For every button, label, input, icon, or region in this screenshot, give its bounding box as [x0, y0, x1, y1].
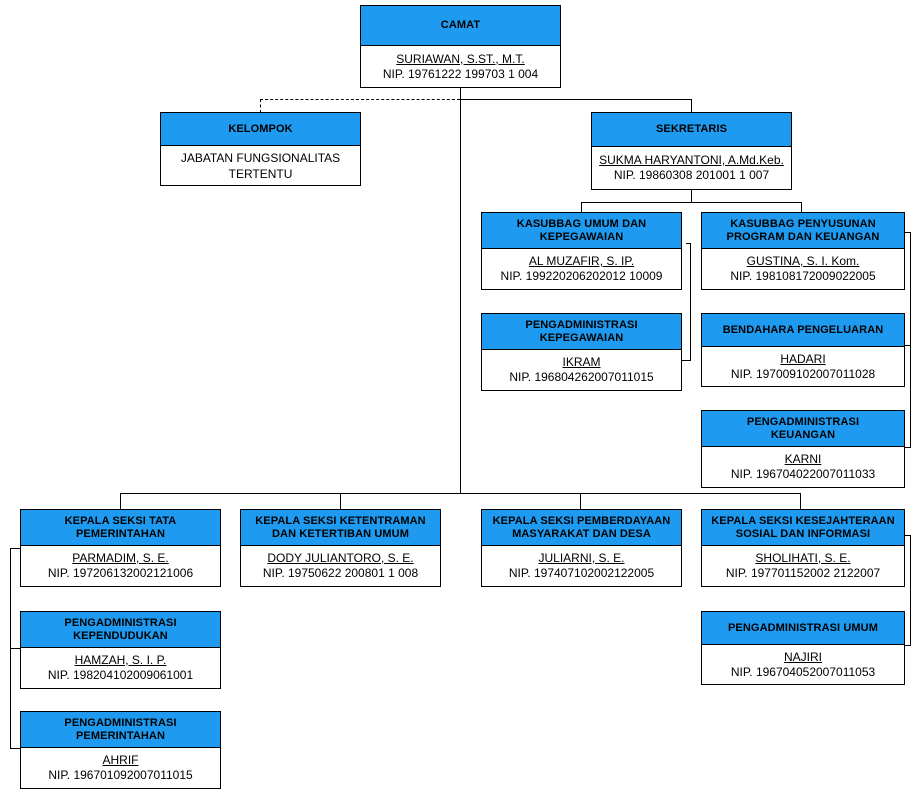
- connector-umum-right-vertical: [690, 243, 691, 360]
- node-kasubbag-umum[interactable]: KASUBBAG UMUM DAN KEPEGAWAIAN AL MUZAFIR…: [481, 212, 682, 290]
- node-pengadm-kepegawaian-nip: NIP. 196804262007011015: [509, 370, 654, 384]
- connector-bottom-bus: [120, 493, 800, 494]
- node-kelompok[interactable]: KELOMPOK JABATAN FUNGSIONALITAS TERTENTU: [160, 112, 361, 186]
- node-kasubbag-umum-person: AL MUZAFIR, S. IP.: [528, 254, 635, 268]
- connector-sekretaris-bus: [581, 202, 802, 203]
- connector-penyusunan-right-stub: [905, 232, 911, 233]
- node-camat-nip: NIP. 19761222 199703 1 004: [382, 66, 539, 81]
- connector-bendahara-in: [899, 345, 911, 346]
- node-kasi-kesejahteraan[interactable]: KEPALA SEKSI KESEJAHTERAAN SOSIAL DAN IN…: [701, 509, 905, 587]
- node-kasubbag-penyusunan[interactable]: KASUBBAG PENYUSUNAN PROGRAM DAN KEUANGAN…: [701, 212, 905, 290]
- node-kasi-kesejahteraan-title-line2: SOSIAL DAN INFORMASI: [735, 527, 871, 540]
- node-bendahara-nip: NIP. 197009102007011028: [730, 366, 876, 381]
- connector-camat-spine: [460, 99, 461, 493]
- node-kasi-kesejahteraan-person: SHOLIHATI, S. E.: [755, 551, 851, 565]
- connector-camat-down: [460, 87, 461, 99]
- node-pengadm-kepegawaian-person: IKRAM: [562, 355, 601, 369]
- node-kasi-kesejahteraan-nip: NIP. 197701152002 2122007: [725, 566, 881, 580]
- node-pengadm-kependudukan-person: HAMZAH, S. I. P.: [74, 653, 167, 667]
- node-kasi-tata-title-line1: KEPALA SEKSI TATA: [64, 514, 177, 527]
- node-kasi-pemberdayaan-title-line1: KEPALA SEKSI PEMBERDAYAAN: [492, 514, 671, 527]
- connector-sekretaris-vertical: [691, 99, 692, 113]
- node-camat-title: CAMAT: [361, 6, 560, 46]
- connector-kasi-kesejahteraan-drop: [800, 493, 801, 509]
- node-kasi-ketentraman-title-line1: KEPALA SEKSI KETENTRAMAN: [255, 514, 426, 527]
- connector-keuangan-in: [899, 447, 911, 448]
- node-pengadm-kependudukan-title-line2: KEPENDUDUKAN: [73, 629, 168, 642]
- node-kasi-pemberdayaan-person: JULIARNI, S. E.: [538, 551, 625, 565]
- node-kasi-pemberdayaan-nip: NIP. 197407102002122005: [508, 566, 655, 580]
- node-pengadm-umum-nip: NIP. 196704052007011053: [730, 664, 876, 679]
- node-kasubbag-penyusunan-person: GUSTINA, S. I. Kom.: [746, 254, 860, 268]
- node-kasi-ketentraman-title-line2: DAN KETERTIBAN UMUM: [272, 527, 409, 540]
- node-kelompok-title: KELOMPOK: [161, 113, 360, 146]
- connector-kesejahteraan-right-vertical: [910, 535, 911, 645]
- node-pengadm-keuangan-person: KARNI: [784, 452, 822, 466]
- connector-umum-right-stub: [686, 243, 691, 244]
- node-pengadm-pemerintahan-nip: NIP. 196701092007011015: [48, 768, 193, 782]
- node-kasubbag-umum-title-line2: KEPEGAWAIAN: [539, 230, 624, 243]
- node-sekretaris-nip: NIP. 19860308 201001 1 007: [613, 168, 770, 182]
- connector-penyusunan-right-vertical: [910, 232, 911, 447]
- connector-kasi-ketentraman-drop: [340, 493, 341, 509]
- node-kasi-tata-person: PARMADIM, S. E.: [72, 551, 169, 565]
- node-pengadm-keuangan-title-line2: KEUANGAN: [770, 428, 836, 441]
- node-kasubbag-penyusunan-title-line1: KASUBBAG PENYUSUNAN: [730, 217, 876, 230]
- node-pengadministrasi-kepegawaian[interactable]: PENGADMINISTRASI KEPEGAWAIAN IKRAM NIP. …: [481, 313, 682, 391]
- node-pengadm-pemerintahan-title-line1: PENGADMINISTRASI: [64, 716, 177, 729]
- node-pengadm-pemerintahan-person: AHRIF: [102, 753, 139, 767]
- connector-sekretaris-horizontal: [460, 99, 692, 100]
- connector-kasubbag-umum-drop: [581, 202, 582, 214]
- node-kasubbag-penyusunan-nip: NIP. 198108172009022005: [730, 269, 876, 283]
- node-kasi-tata-pemerintahan[interactable]: KEPALA SEKSI TATA PEMERINTAHAN PARMADIM,…: [20, 509, 221, 587]
- connector-tata-left-stub: [10, 548, 21, 549]
- node-kasi-ketentraman-person: DODY JULIANTORO, S. E.: [267, 551, 414, 565]
- node-kasi-ketentraman-nip: NIP. 19750622 200801 1 008: [262, 566, 419, 580]
- node-kasubbag-penyusunan-title-line2: PROGRAM DAN KEUANGAN: [726, 230, 880, 243]
- connector-kepegawaian-in: [680, 360, 691, 361]
- connector-kasubbag-penyusunan-drop: [801, 202, 802, 214]
- node-kasubbag-umum-nip: NIP. 199220206202012 10009: [500, 269, 663, 283]
- node-pengadm-kepegawaian-title-line2: KEPEGAWAIAN: [539, 331, 624, 344]
- node-kasi-tata-nip: NIP. 197206132002121006: [47, 566, 194, 580]
- connector-umum-pengadm-in: [899, 645, 911, 646]
- node-pengadministrasi-umum[interactable]: PENGADMINISTRASI UMUM NAJIRI NIP. 196704…: [701, 611, 905, 685]
- node-kasubbag-umum-title-line1: KASUBBAG UMUM DAN: [516, 217, 647, 230]
- connector-dashed-kelompok-vertical: [260, 99, 261, 113]
- node-pengadministrasi-kependudukan[interactable]: PENGADMINISTRASI KEPENDUDUKAN HAMZAH, S.…: [20, 611, 221, 689]
- node-kelompok-line2: TERTENTU: [228, 166, 293, 181]
- node-pengadministrasi-pemerintahan[interactable]: PENGADMINISTRASI PEMERINTAHAN AHRIF NIP.…: [20, 711, 221, 789]
- connector-kependudukan-in: [10, 648, 21, 649]
- connector-kesejahteraan-right-stub: [905, 535, 911, 536]
- node-pengadm-keuangan-title-line1: PENGADMINISTRASI: [746, 415, 860, 428]
- node-pengadm-keuangan-nip: NIP. 196704022007011033: [730, 467, 876, 481]
- connector-dashed-kelompok-horizontal: [260, 99, 460, 100]
- node-sekretaris-person: SUKMA HARYANTONI, A.Md.Keb.: [599, 153, 784, 167]
- node-sekretaris-title: SEKRETARIS: [592, 113, 791, 147]
- node-kelompok-line1: JABATAN FUNGSIONALITAS: [180, 150, 341, 165]
- node-bendahara-person: HADARI: [780, 351, 826, 366]
- node-pengadministrasi-keuangan[interactable]: PENGADMINISTRASI KEUANGAN KARNI NIP. 196…: [701, 410, 905, 488]
- connector-kasi-tata-drop: [120, 493, 121, 509]
- node-pengadm-pemerintahan-title-line2: PEMERINTAHAN: [76, 729, 165, 742]
- node-kasi-tata-title-line2: PEMERINTAHAN: [76, 527, 165, 540]
- node-camat-person: SURIAWAN, S.ST., M.T.: [396, 51, 525, 66]
- node-pengadm-umum-person: NAJIRI: [783, 649, 822, 664]
- node-pengadm-kependudukan-title-line1: PENGADMINISTRASI: [64, 616, 177, 629]
- connector-sekretaris-down: [691, 190, 692, 203]
- node-bendahara-title: BENDAHARA PENGELUARAN: [702, 314, 904, 347]
- node-kasi-pemberdayaan-title-line2: MASYARAKAT DAN DESA: [512, 527, 651, 540]
- node-pengadm-umum-title: PENGADMINISTRASI UMUM: [702, 612, 904, 645]
- node-kasi-ketentraman[interactable]: KEPALA SEKSI KETENTRAMAN DAN KETERTIBAN …: [240, 509, 441, 587]
- node-bendahara-pengeluaran[interactable]: BENDAHARA PENGELUARAN HADARI NIP. 197009…: [701, 313, 905, 387]
- node-pengadm-kepegawaian-title-line1: PENGADMINISTRASI: [525, 318, 638, 331]
- node-camat[interactable]: CAMAT SURIAWAN, S.ST., M.T. NIP. 1976122…: [360, 5, 561, 88]
- node-kasi-kesejahteraan-title-line1: KEPALA SEKSI KESEJAHTERAAN: [711, 514, 895, 527]
- connector-pemerintahan-in: [10, 748, 21, 749]
- node-sekretaris[interactable]: SEKRETARIS SUKMA HARYANTONI, A.Md.Keb. N…: [591, 112, 792, 190]
- node-pengadm-kependudukan-nip: NIP. 198204102009061001: [47, 668, 194, 682]
- node-kasi-pemberdayaan[interactable]: KEPALA SEKSI PEMBERDAYAAN MASYARAKAT DAN…: [481, 509, 682, 587]
- connector-kasi-pemberdayaan-drop: [580, 493, 581, 509]
